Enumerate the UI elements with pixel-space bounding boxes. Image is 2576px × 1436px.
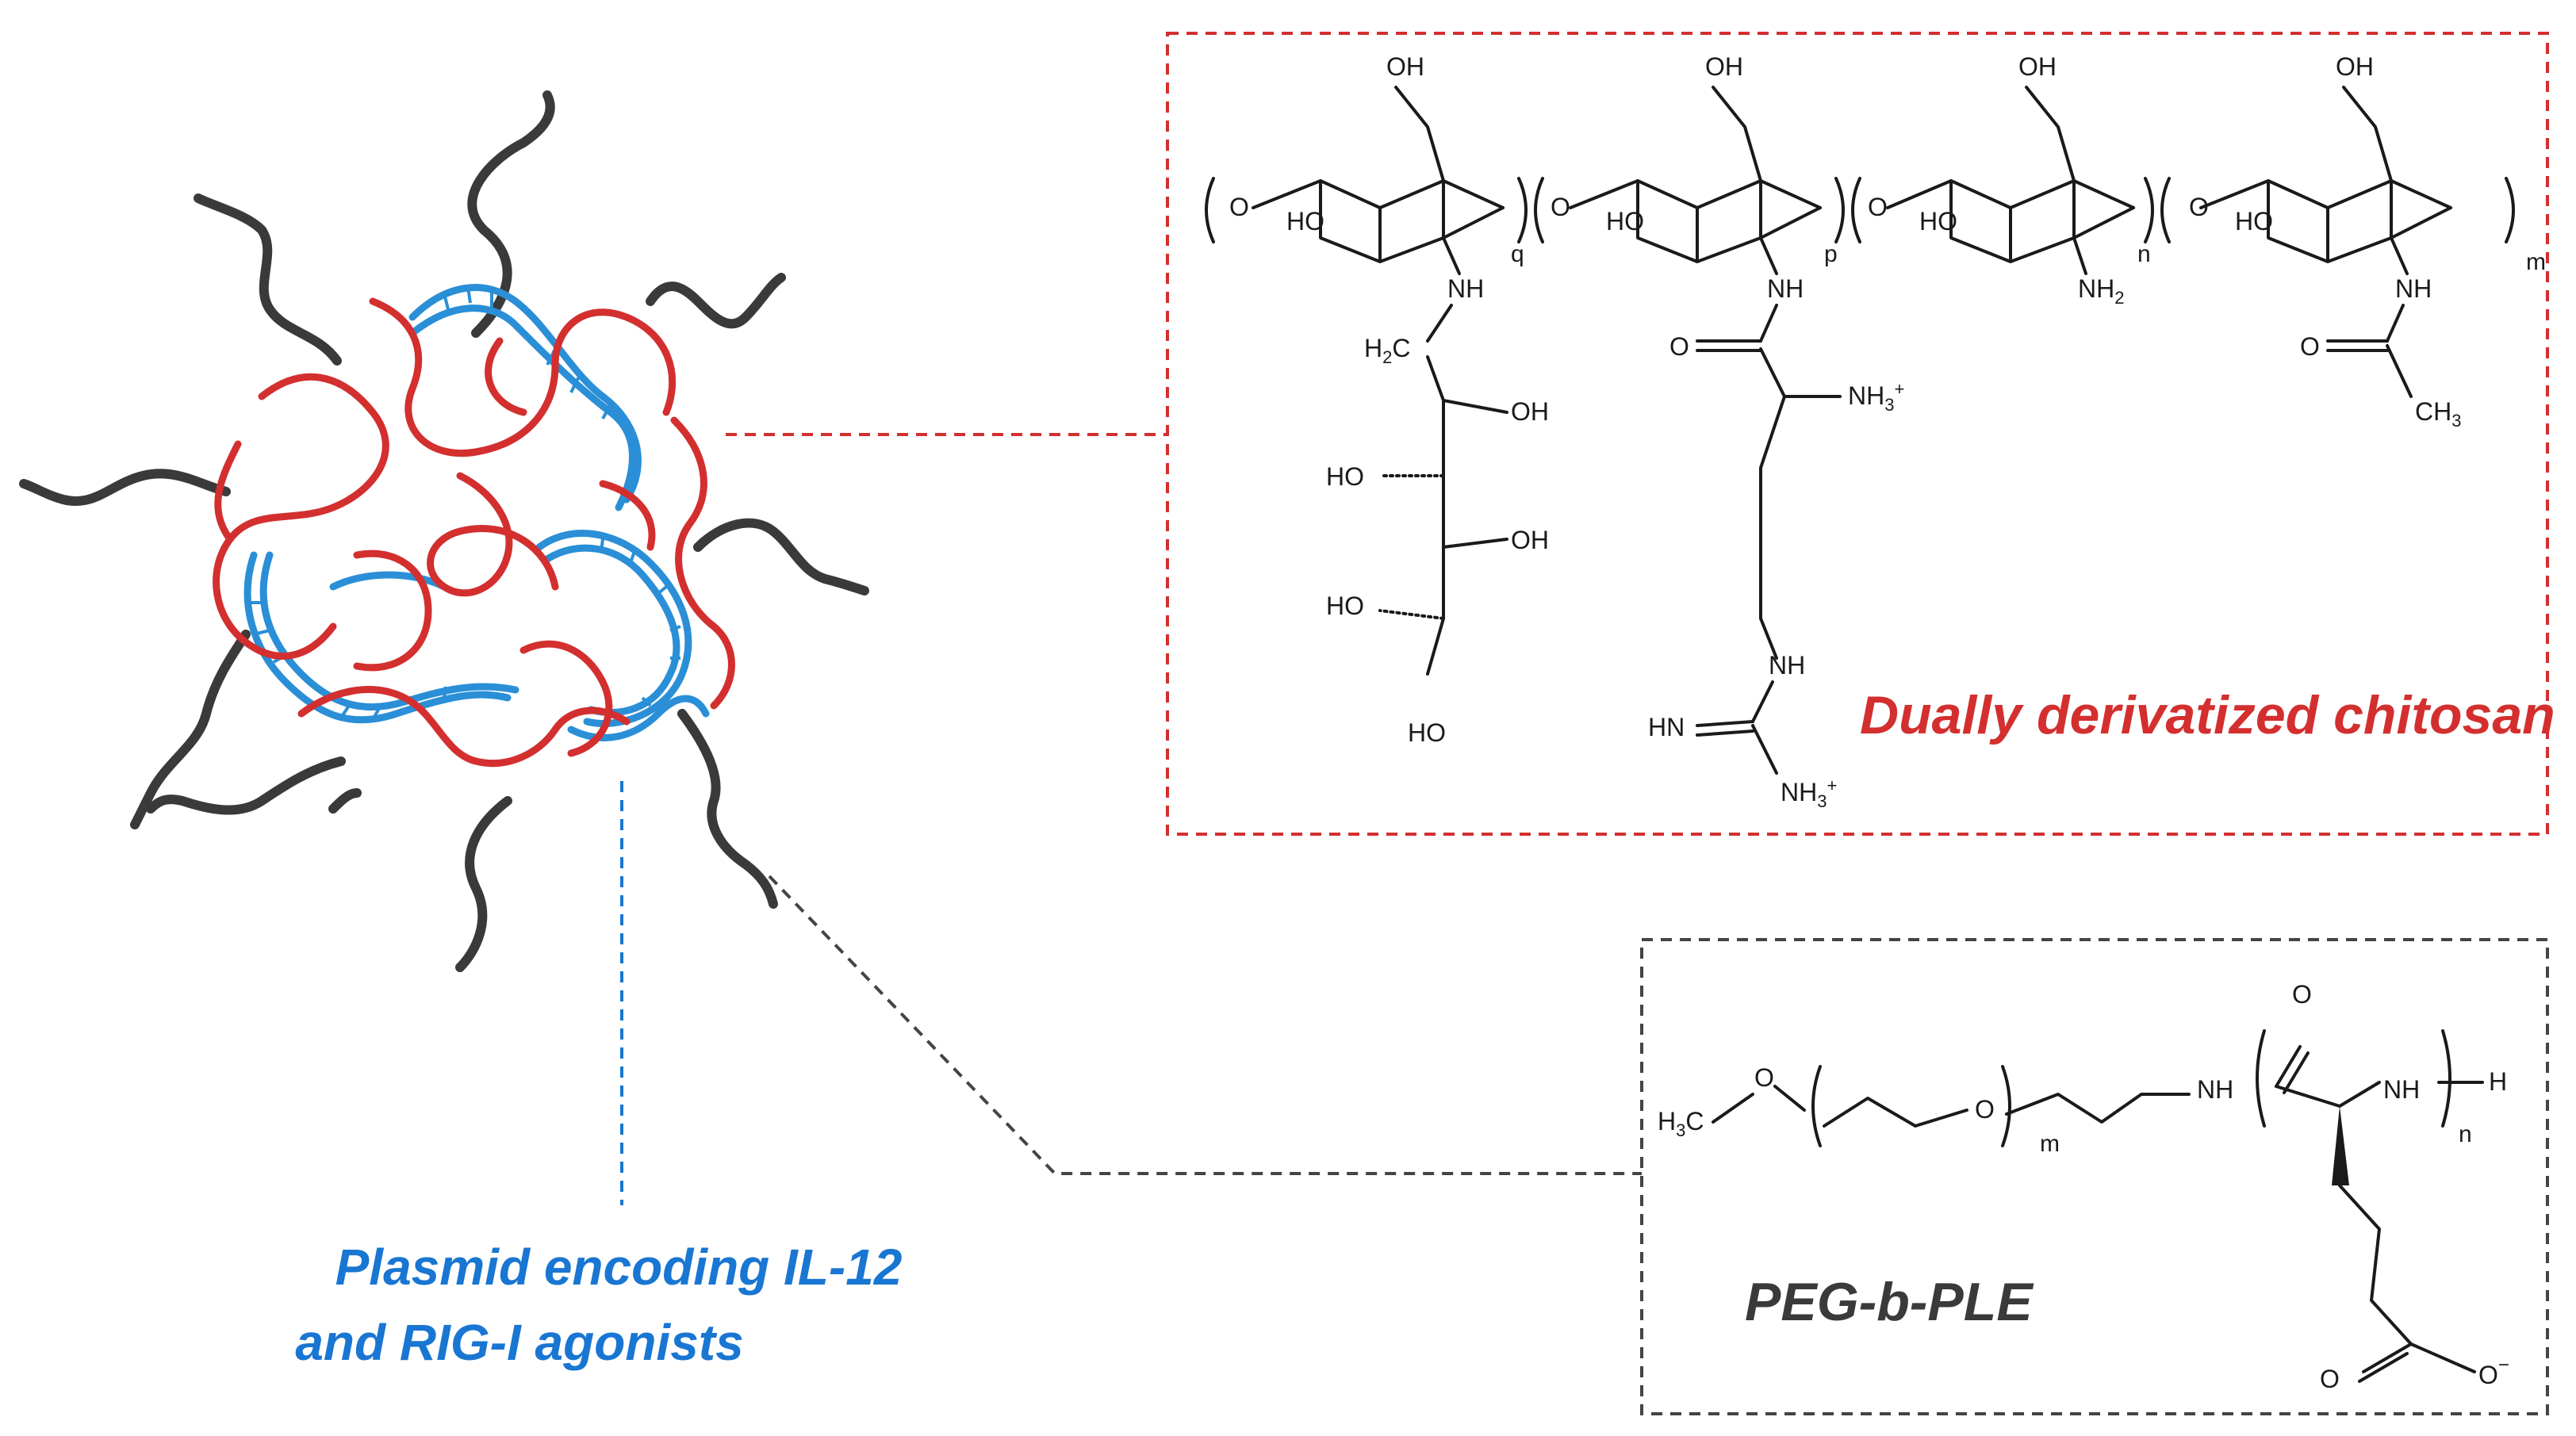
dna-strand	[259, 551, 519, 711]
chitosan-structure: OH O HO q NH H2C OH HO OH HO HO OH O HO …	[1205, 52, 2546, 811]
svg-text:O: O	[2300, 332, 2320, 361]
ring-unit-p: OH O HO p NH O NH3+ NH HN NH3+	[1551, 52, 1904, 811]
plasmid-dna	[243, 284, 710, 741]
svg-text:O: O	[1754, 1063, 1774, 1092]
svg-text:p: p	[1824, 241, 1838, 267]
svg-text:O: O	[1551, 193, 1570, 221]
connectors	[620, 433, 1642, 1205]
chitosan-chain	[485, 337, 527, 416]
peg-chains	[19, 90, 869, 972]
svg-text:HN: HN	[1648, 713, 1685, 741]
svg-text:O: O	[2189, 193, 2209, 221]
svg-text:NH: NH	[1447, 274, 1484, 303]
svg-text:H3C: H3C	[1658, 1107, 1704, 1140]
peg-chain	[455, 796, 512, 972]
peg-box	[1640, 938, 2549, 1415]
svg-text:O: O	[1975, 1095, 1995, 1124]
chitosan-chain	[519, 640, 613, 757]
peg-chain	[646, 273, 786, 329]
svg-text:HO: HO	[1919, 207, 1957, 236]
svg-text:NH: NH	[1769, 651, 1805, 680]
svg-text:HO: HO	[1326, 462, 1364, 491]
peg-chain	[194, 193, 342, 366]
chitosan-chain	[214, 440, 242, 543]
svg-text:HO: HO	[1326, 592, 1364, 620]
chitosan-chain	[670, 416, 735, 710]
peg-chain	[677, 709, 778, 909]
ring-unit-n: OH O HO n NH2	[1868, 52, 2151, 308]
plasmid-label-line1: Plasmid encoding IL-12	[335, 1239, 903, 1296]
svg-text:HO: HO	[1606, 207, 1644, 236]
peg-label: PEG-b-PLE	[1745, 1272, 2034, 1332]
svg-text:O: O	[1868, 193, 1888, 221]
dna-strand	[408, 284, 642, 504]
svg-text:n: n	[2137, 241, 2151, 267]
chitosan-chain	[599, 480, 656, 551]
plasmid-label-line2: and RIG-I agonists	[295, 1314, 743, 1371]
svg-text:n: n	[2459, 1121, 2472, 1147]
nanoparticle	[19, 90, 869, 972]
peg-chain	[467, 90, 555, 338]
svg-text:m: m	[2526, 249, 2546, 275]
svg-text:OH: OH	[2018, 52, 2057, 81]
chitosan-chain	[353, 550, 432, 672]
dna-strand	[535, 530, 692, 727]
svg-text:O: O	[2320, 1365, 2340, 1393]
svg-text:OH: OH	[1511, 526, 1549, 554]
chitosan-box	[1166, 32, 2549, 836]
dna-strand	[329, 571, 448, 591]
dna-strand	[543, 544, 680, 717]
peg-chain	[130, 630, 251, 829]
svg-text:O: O	[1229, 193, 1249, 221]
svg-text:OH: OH	[1386, 52, 1424, 81]
peg-connector	[768, 875, 1642, 1175]
ring-unit-m: OH O HO m NH O CH3	[2189, 52, 2546, 431]
svg-text:O−: O−	[2478, 1354, 2509, 1389]
svg-text:NH2: NH2	[2078, 274, 2124, 308]
svg-text:NH3+: NH3+	[1781, 775, 1837, 811]
dna-strand	[243, 551, 512, 724]
chitosan-chain	[427, 472, 559, 597]
peg-chain	[146, 756, 346, 815]
svg-text:NH: NH	[2395, 274, 2432, 303]
svg-text:HO: HO	[1408, 718, 1446, 747]
svg-text:NH3+: NH3+	[1848, 379, 1904, 415]
svg-text:OH: OH	[2336, 52, 2374, 81]
svg-text:NH: NH	[1767, 274, 1804, 303]
svg-text:OH: OH	[1511, 397, 1549, 426]
svg-text:O: O	[1669, 332, 1689, 361]
dna-strand	[408, 304, 636, 511]
dna-rungs	[246, 286, 681, 721]
svg-text:NH: NH	[2197, 1075, 2233, 1104]
chitosan-chain	[369, 297, 677, 457]
svg-text:CH3: CH3	[2415, 397, 2461, 431]
chitosan-label: Dually derivatized chitosan	[1860, 685, 2555, 745]
ring-unit-q: OH O HO q NH H2C OH HO OH HO HO	[1229, 52, 1549, 747]
chitosan-chain	[297, 686, 631, 768]
svg-text:H2C: H2C	[1364, 334, 1410, 367]
svg-text:O: O	[2292, 980, 2312, 1009]
svg-text:m: m	[2040, 1131, 2060, 1157]
peg-chain	[328, 788, 362, 814]
chitosan-chain	[213, 373, 389, 660]
svg-text:NH: NH	[2383, 1075, 2420, 1104]
peg-chain	[19, 469, 231, 506]
svg-text:HO: HO	[2235, 207, 2273, 236]
peg-structure: H3C O O m NH O NH H n O O−	[1658, 980, 2509, 1393]
peg-chain	[693, 518, 869, 595]
svg-text:q: q	[1511, 241, 1524, 267]
chitosan-chains	[213, 297, 735, 768]
svg-text:HO: HO	[1286, 207, 1324, 236]
svg-text:OH: OH	[1705, 52, 1743, 81]
svg-text:H: H	[2489, 1067, 2507, 1096]
